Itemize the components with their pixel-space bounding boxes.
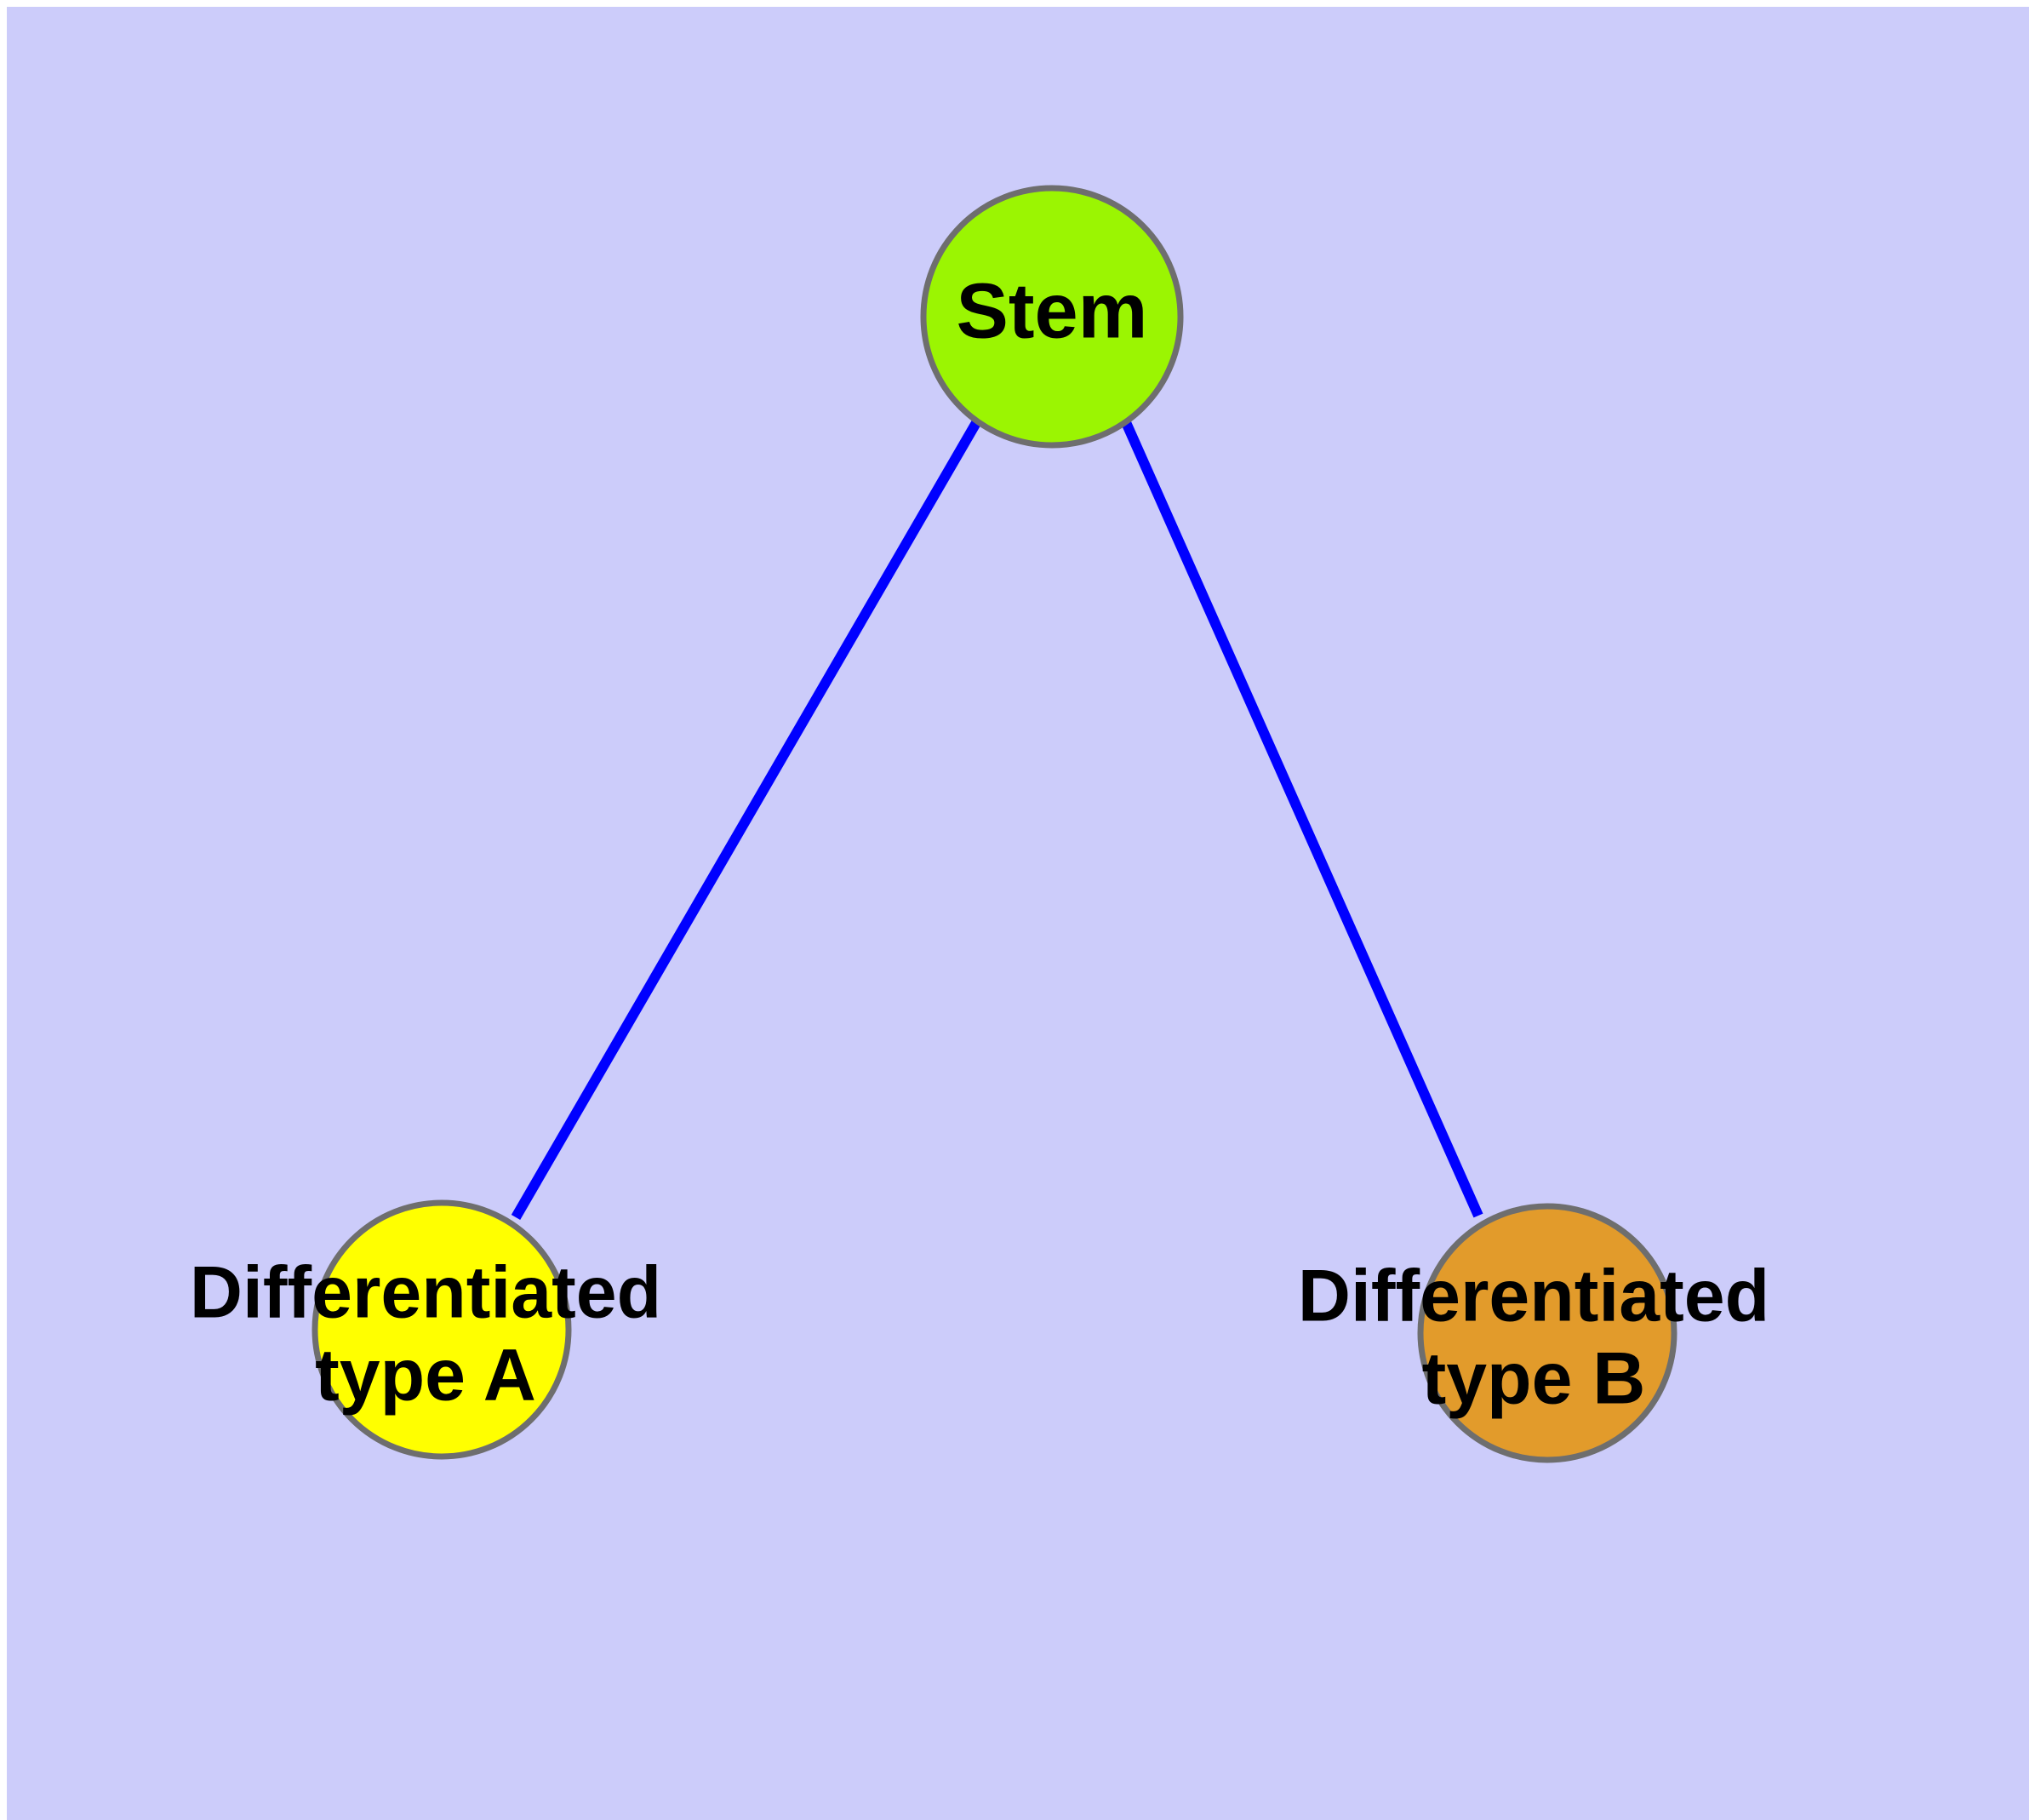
edge-layer xyxy=(511,418,1483,1221)
node-differentiated-type-b-circle[interactable] xyxy=(1417,1203,1677,1463)
node-stem-label: Stem xyxy=(957,267,1148,354)
node-differentiated-type-a-label-line1: Differentiated xyxy=(190,1252,661,1334)
edge-stem-to-differentiated-type-b[interactable] xyxy=(1120,418,1483,1218)
node-differentiated-type-b-label-line2: type B xyxy=(1422,1338,1646,1420)
node-differentiated-type-a-circle[interactable] xyxy=(311,1199,572,1460)
edge-stem-to-differentiated-type-a[interactable] xyxy=(511,418,982,1221)
label-layer: Stem Differentiated type A Differentiate… xyxy=(190,267,1769,1419)
node-differentiated-type-a-label-line2: type A xyxy=(315,1335,536,1417)
node-differentiated-type-b-label-line1: Differentiated xyxy=(1298,1256,1769,1337)
node-layer xyxy=(311,185,1677,1463)
node-stem-circle[interactable] xyxy=(920,185,1184,449)
node-differentiated-type-a[interactable] xyxy=(311,1199,572,1460)
node-differentiated-type-b[interactable] xyxy=(1417,1203,1677,1463)
node-stem[interactable] xyxy=(920,185,1184,449)
